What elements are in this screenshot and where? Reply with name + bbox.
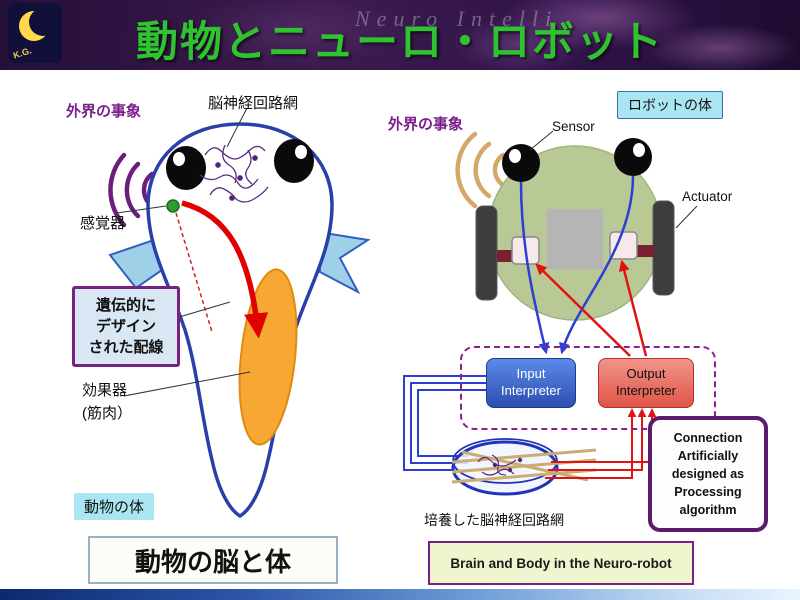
dish-neural-scribble <box>477 454 523 476</box>
title-banner: Neuro Intelli 動物とニューロ・ロボット K.G. <box>0 0 800 70</box>
right-eye-highlight <box>295 145 307 159</box>
interpreter-dashed-frame <box>460 346 716 430</box>
brain-neural-scribble <box>199 144 269 203</box>
animal-body-outline <box>146 122 334 519</box>
actuator-box-right <box>609 231 638 260</box>
sensor-dot <box>166 199 180 213</box>
watermark-text: Neuro Intelli <box>355 6 559 31</box>
sensor-label: Sensor <box>552 119 595 134</box>
robot-wheel-right <box>652 200 675 296</box>
right-eye <box>274 139 314 183</box>
cultured-network-label: 培養した脳神経回路網 <box>424 512 564 528</box>
robot-eye-left <box>502 144 540 182</box>
animal-eyes <box>166 139 314 190</box>
kg-moon-logo: K.G. <box>8 3 62 63</box>
slide-title: 動物とニューロ・ロボット <box>135 18 664 65</box>
left-eye <box>166 146 206 190</box>
bottom-gradient-bar <box>0 589 800 600</box>
actuator-label: Actuator <box>682 189 733 204</box>
robot-body-tag: ロボットの体 <box>617 91 723 119</box>
robot-center-block <box>547 209 603 269</box>
connection-note-box: Connection Artificially designed as Proc… <box>648 416 768 532</box>
crescent-moon-icon <box>19 8 57 41</box>
input-loop-wires <box>403 375 486 471</box>
red-signal-arrow <box>181 200 269 339</box>
sensor-organ-label: 感覚器 <box>80 215 126 232</box>
robot-caption-box: Brain and Body in the Neuro-robot <box>428 541 694 585</box>
animal-body-tag: 動物の体 <box>74 493 155 520</box>
actuator-coupler-left <box>497 250 513 262</box>
robot-eye-right-highlight <box>633 143 645 157</box>
left-eye-highlight <box>173 152 185 166</box>
logo-text: K.G. <box>11 45 33 61</box>
pointer-lines-robot <box>529 130 698 229</box>
robot-external-event-label: 外界の事象 <box>388 116 464 133</box>
neural-network-label: 脳神経回路網 <box>208 95 299 112</box>
robot-wheel-left <box>475 205 498 301</box>
robot-eye-left-highlight <box>509 149 521 163</box>
sensor-to-input-arrows <box>519 175 635 355</box>
robot-eyes <box>502 138 652 182</box>
robot-sound-waves-icon <box>455 131 506 209</box>
actuator-coupler-right <box>637 245 654 257</box>
genetic-wiring-box: 遺伝的に デザイン された配線 <box>72 286 180 367</box>
robot-eye-right <box>614 138 652 176</box>
input-interpreter-box: Input Interpreter <box>486 358 576 408</box>
animal-caption-box: 動物の脳と体 <box>88 536 338 584</box>
animal-external-event-label: 外界の事象 <box>66 103 142 120</box>
effector-label: 効果器 (筋肉） <box>82 382 132 422</box>
output-to-actuator-arrows <box>535 259 648 357</box>
output-interpreter-box: Output Interpreter <box>598 358 694 408</box>
